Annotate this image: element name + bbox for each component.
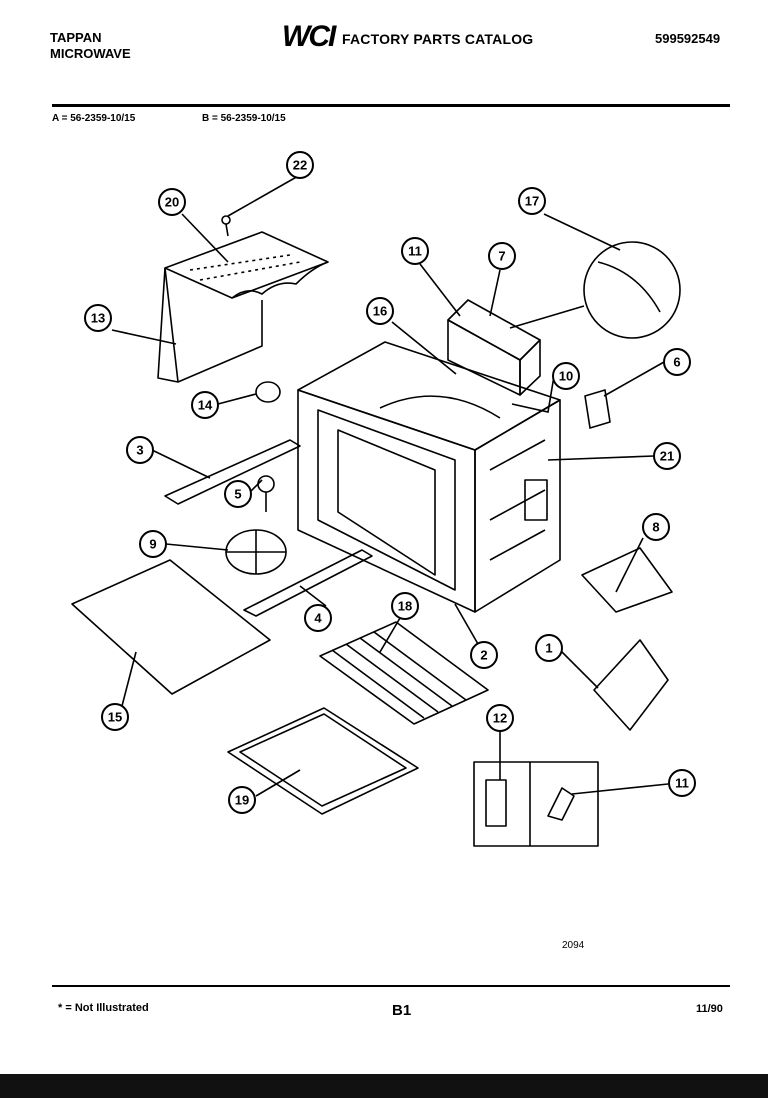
- svg-text:20: 20: [165, 195, 179, 210]
- svg-text:21: 21: [660, 449, 674, 464]
- callout-22: 22: [286, 151, 314, 179]
- callout-badges: 22 20 17 11 7 13 16 10 6 14 3 21 5 8 9 1…: [84, 151, 696, 814]
- svg-text:22: 22: [293, 158, 307, 173]
- drawing-number: 2094: [562, 940, 585, 951]
- catalog-date: 11/90: [696, 1003, 723, 1015]
- callout-10: 10: [552, 362, 580, 390]
- detail-wire: [597, 261, 661, 313]
- svg-text:19: 19: [235, 793, 249, 808]
- part-fan: [225, 529, 287, 575]
- part-rail-lower: [243, 549, 373, 617]
- callout-2: 2: [470, 641, 498, 669]
- part-duct: [581, 547, 673, 613]
- callout-12: 12: [486, 704, 514, 732]
- footnote: * = Not Illustrated: [58, 1002, 149, 1014]
- callout-21: 21: [653, 442, 681, 470]
- callout-6: 6: [663, 348, 691, 376]
- svg-text:9: 9: [149, 537, 156, 552]
- svg-text:5: 5: [234, 487, 241, 502]
- svg-text:6: 6: [673, 355, 680, 370]
- callout-9: 9: [139, 530, 167, 558]
- part-switch-box: [473, 761, 599, 847]
- callout-11-upper: 11: [401, 237, 429, 265]
- catalog-part-number: 599592549: [655, 31, 721, 46]
- svg-text:10: 10: [559, 369, 573, 384]
- callout-17: 17: [518, 187, 546, 215]
- svg-text:11: 11: [408, 244, 422, 259]
- part-fuse-holder: [255, 381, 281, 403]
- callout-4: 4: [304, 604, 332, 632]
- part-bracket: [584, 389, 611, 429]
- header-rule: [52, 104, 730, 107]
- part-outer-cover: [157, 231, 329, 383]
- callout-19: 19: [228, 786, 256, 814]
- svg-text:12: 12: [493, 711, 507, 726]
- parts-drawing: [71, 215, 681, 847]
- callout-1: 1: [535, 634, 563, 662]
- part-rail-upper: [164, 439, 301, 505]
- svg-text:3: 3: [136, 443, 143, 458]
- part-screw: [221, 215, 231, 237]
- detail-circle: [583, 241, 681, 339]
- page-code: B1: [392, 1002, 412, 1019]
- part-cabinet: [297, 341, 561, 613]
- svg-text:14: 14: [198, 398, 213, 413]
- svg-text:18: 18: [398, 599, 412, 614]
- svg-text:13: 13: [91, 311, 105, 326]
- svg-text:4: 4: [314, 611, 322, 626]
- footer-rule: [52, 985, 730, 987]
- callout-15: 15: [101, 703, 129, 731]
- svg-text:2: 2: [480, 648, 487, 663]
- brand-name: TAPPAN: [50, 30, 102, 45]
- callout-3: 3: [126, 436, 154, 464]
- part-tray: [227, 707, 419, 815]
- catalog-title: FACTORY PARTS CATALOG: [342, 31, 534, 47]
- svg-text:1: 1: [545, 641, 552, 656]
- product-type: MICROWAVE: [50, 46, 131, 61]
- part-bracket-lower: [593, 639, 669, 731]
- part-glass-panel: [71, 559, 271, 695]
- callout-8: 8: [642, 513, 670, 541]
- callout-5: 5: [224, 480, 252, 508]
- callout-16: 16: [366, 297, 394, 325]
- callout-20: 20: [158, 188, 186, 216]
- svg-text:8: 8: [652, 520, 659, 535]
- callout-13: 13: [84, 304, 112, 332]
- svg-text:7: 7: [498, 249, 505, 264]
- callout-14: 14: [191, 391, 219, 419]
- logo-text: WCI: [282, 20, 337, 52]
- scan-edge: [0, 1074, 768, 1098]
- callout-7: 7: [488, 242, 516, 270]
- part-shelf: [319, 621, 489, 725]
- brand: TAPPAN MICROWAVE: [50, 30, 131, 62]
- part-control-module: [447, 299, 541, 396]
- svg-text:15: 15: [108, 710, 122, 725]
- callout-18: 18: [391, 592, 419, 620]
- svg-text:17: 17: [525, 194, 539, 209]
- svg-text:11: 11: [675, 776, 689, 791]
- callout-11-lower: 11: [668, 769, 696, 797]
- svg-text:16: 16: [373, 304, 387, 319]
- leader-lines: [111, 174, 669, 797]
- wci-logo: WCI: [282, 20, 339, 52]
- model-b: B = 56-2359-10/15: [202, 113, 286, 124]
- model-a: A = 56-2359-10/15: [52, 113, 136, 124]
